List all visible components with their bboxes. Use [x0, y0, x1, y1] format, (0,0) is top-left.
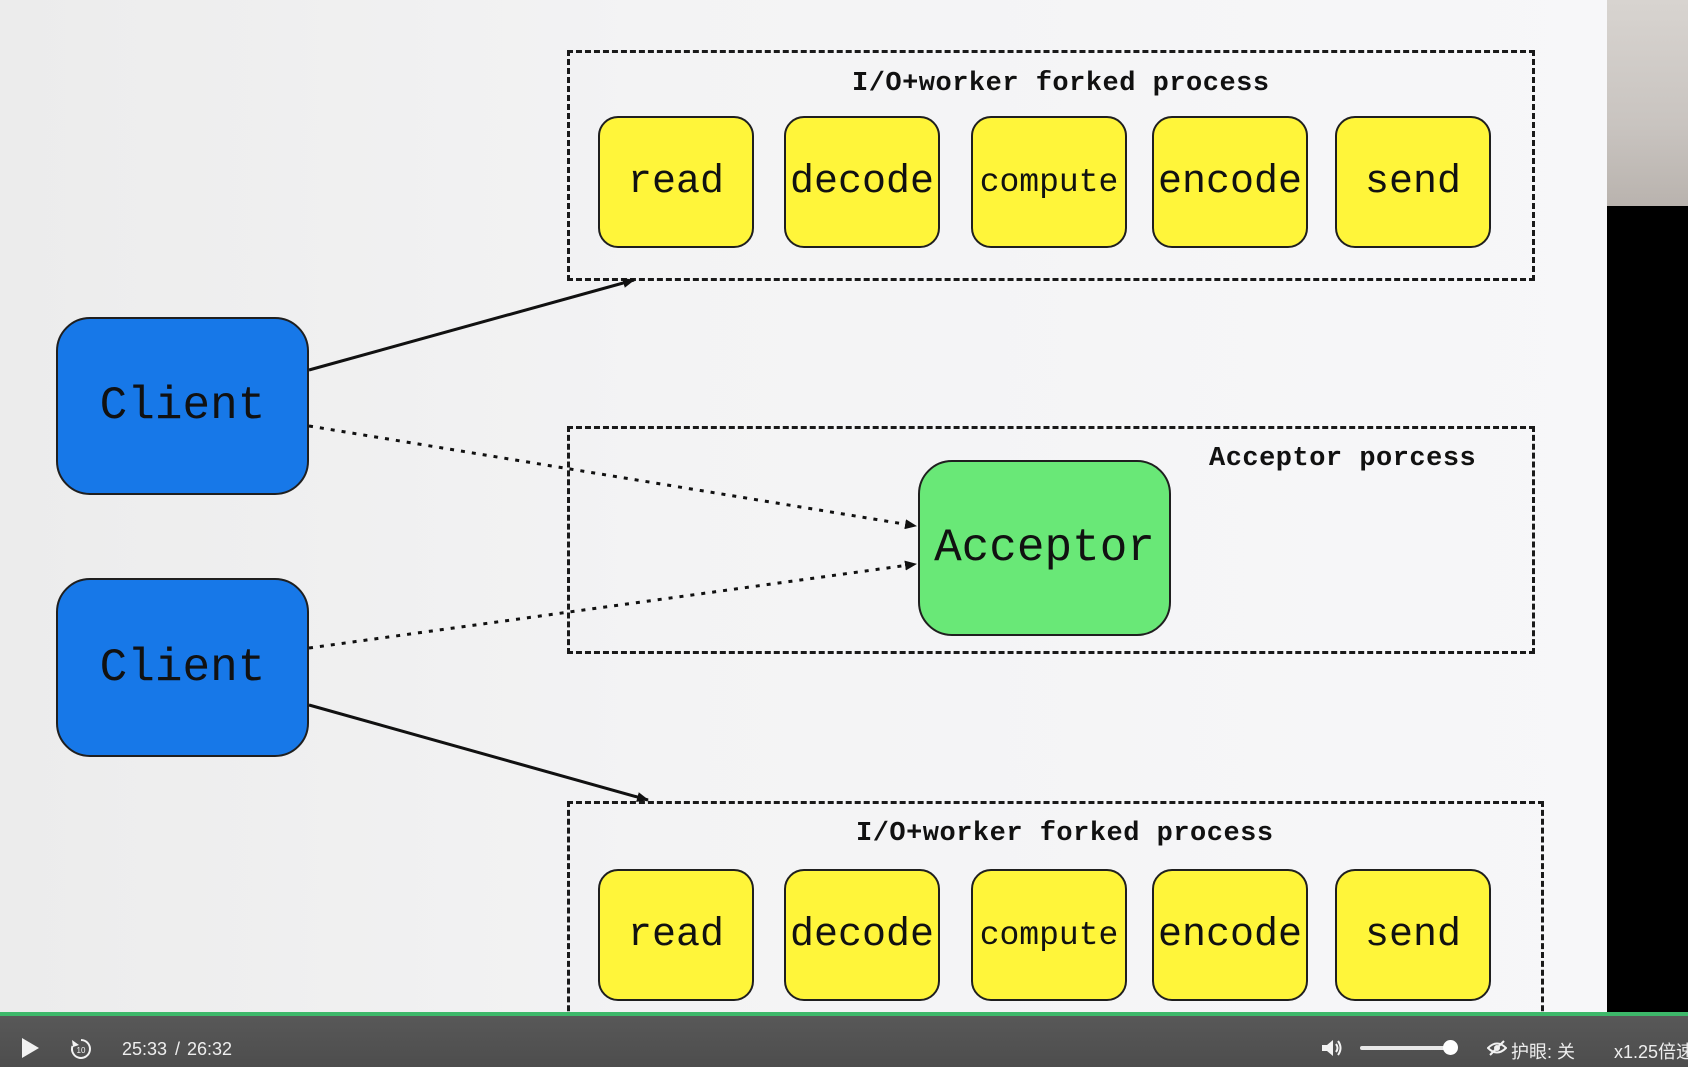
letterbox-right — [1607, 206, 1688, 1006]
video-control-bar — [0, 1012, 1688, 1067]
acceptor-group-label: Acceptor porcess — [1209, 444, 1477, 474]
duration: 26:32 — [187, 1039, 233, 1059]
bottom-stage-decode: decode — [784, 869, 940, 1001]
top-group-label: I/O+worker forked process — [852, 69, 1270, 99]
webcam-overlay — [1607, 0, 1688, 206]
eye-icon[interactable] — [1487, 1039, 1507, 1057]
top-stage-send: send — [1335, 116, 1491, 248]
svg-text:10: 10 — [77, 1046, 86, 1055]
time-separator: / — [175, 1039, 181, 1059]
eye-protection-toggle[interactable]: 护眼: 关 — [1511, 1042, 1576, 1062]
arrow-client2-to-acceptor — [308, 560, 917, 650]
bottom-stage-encode: encode — [1152, 869, 1308, 1001]
volume-icon[interactable] — [1320, 1037, 1344, 1059]
top-stage-read: read — [598, 116, 754, 248]
connection-arrows — [308, 278, 917, 802]
arrow-client1-to-acceptor — [308, 424, 917, 530]
arrow-client1-to-top-worker — [308, 278, 635, 372]
playback-speed[interactable]: x1.25倍速 — [1614, 1042, 1688, 1062]
progress-bar[interactable] — [0, 1012, 1688, 1016]
slide-canvas: I/O+worker forked process read decode co… — [0, 0, 1607, 1067]
top-stage-compute: compute — [971, 116, 1127, 248]
client-node-2: Client — [56, 578, 309, 757]
arrow-client2-to-bottom-worker — [308, 703, 649, 802]
replay-10-icon[interactable]: 10 — [69, 1037, 93, 1061]
top-stage-decode: decode — [784, 116, 940, 248]
play-icon[interactable] — [20, 1037, 40, 1059]
volume-slider-handle[interactable] — [1443, 1040, 1458, 1055]
acceptor-process-group — [567, 426, 1535, 654]
bottom-stage-read: read — [598, 869, 754, 1001]
volume-slider-track[interactable] — [1360, 1046, 1450, 1050]
top-stage-encode: encode — [1152, 116, 1308, 248]
client-node-1: Client — [56, 317, 309, 495]
top-worker-process-group — [567, 50, 1535, 281]
current-time: 25:33 — [122, 1039, 168, 1059]
bottom-stage-compute: compute — [971, 869, 1127, 1001]
acceptor-node: Acceptor — [918, 460, 1171, 636]
bottom-group-label: I/O+worker forked process — [856, 819, 1274, 849]
bottom-stage-send: send — [1335, 869, 1491, 1001]
